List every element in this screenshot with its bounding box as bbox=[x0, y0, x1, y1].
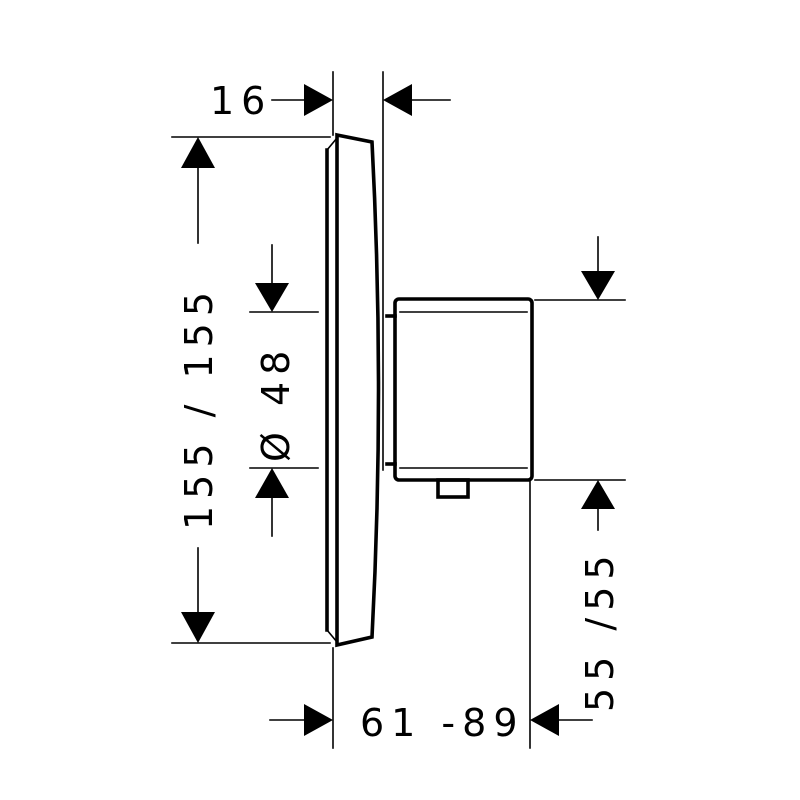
dimension-label-height: 155 / 155 bbox=[177, 285, 221, 530]
arrow-down-icon bbox=[181, 612, 215, 643]
arrow-left-icon bbox=[383, 84, 412, 116]
dimension-16: 16 bbox=[210, 79, 451, 123]
dimension-label-offset: 55 /55 bbox=[578, 548, 622, 712]
arrow-down-icon bbox=[255, 283, 289, 312]
dimension-offset: 55 /55 bbox=[578, 236, 622, 712]
dimension-label-diameter: Ø 48 bbox=[254, 344, 298, 462]
dimension-label-depth-range: 61 -89 bbox=[360, 701, 525, 745]
arrow-right-icon bbox=[304, 704, 333, 736]
arrow-up-icon bbox=[255, 468, 289, 498]
arrow-right-icon bbox=[304, 84, 333, 116]
dimension-height: 155 / 155 bbox=[177, 137, 221, 643]
handle-body bbox=[385, 297, 534, 482]
arrow-left-icon bbox=[530, 704, 559, 736]
cover-plate bbox=[325, 132, 381, 648]
arrow-up-icon bbox=[581, 480, 615, 509]
extension-lines bbox=[171, 71, 626, 749]
dimension-label-16: 16 bbox=[210, 79, 272, 123]
bottom-knob bbox=[436, 478, 470, 499]
dimension-depth-range: 61 -89 bbox=[269, 701, 593, 745]
arrow-up-icon bbox=[181, 137, 215, 168]
dimension-diameter: Ø 48 bbox=[254, 244, 298, 537]
arrow-down-icon bbox=[581, 271, 615, 300]
